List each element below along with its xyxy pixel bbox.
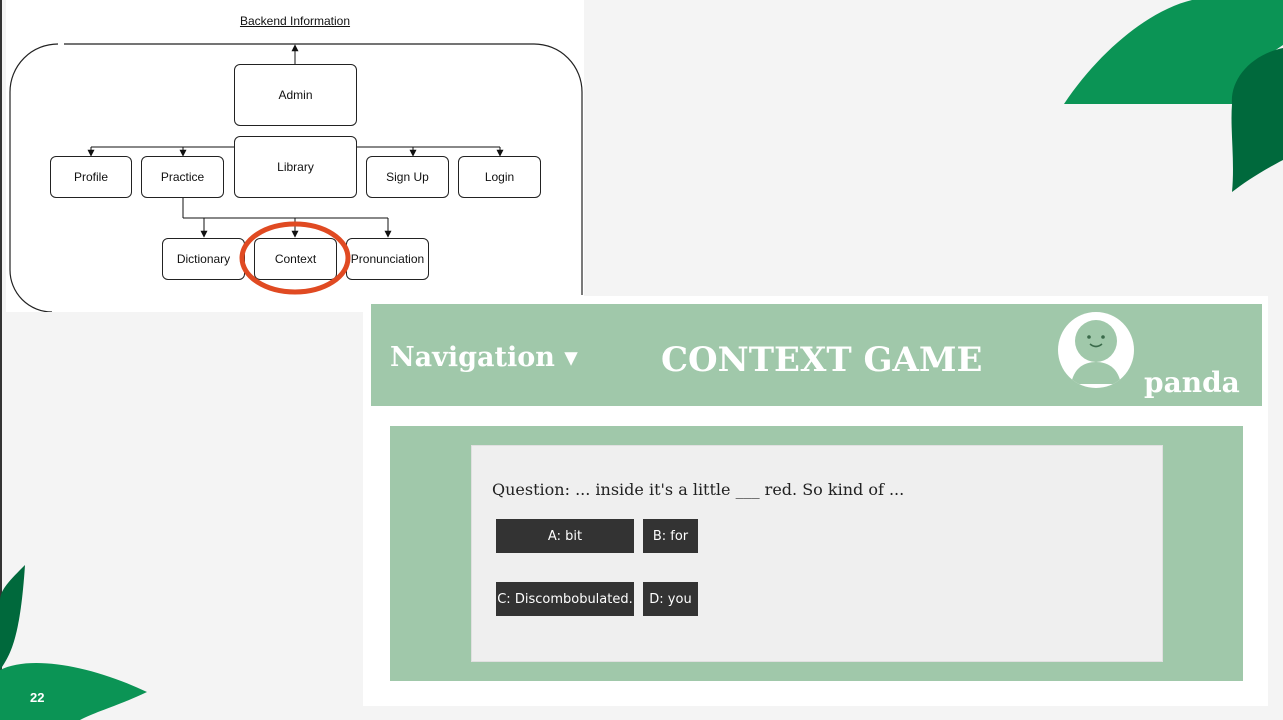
answer-c-button[interactable]: C: Discombobulated. bbox=[496, 582, 634, 616]
leaf-decoration-top-right bbox=[1064, 0, 1283, 192]
username: panda bbox=[1144, 366, 1240, 399]
game-title: CONTEXT GAME bbox=[661, 340, 983, 380]
context-game-screenshot: Navigation ▾ CONTEXT GAME panda Question… bbox=[363, 296, 1268, 706]
node-profile: Profile bbox=[50, 156, 132, 198]
answer-b-button[interactable]: B: for bbox=[643, 519, 698, 553]
slide-left-border bbox=[0, 0, 2, 720]
question-card: Question: ... inside it's a little ___ r… bbox=[471, 445, 1163, 662]
leaf-decoration-bottom-left bbox=[0, 565, 147, 720]
node-sign-up: Sign Up bbox=[366, 156, 449, 198]
game-header: Navigation ▾ CONTEXT GAME panda bbox=[371, 304, 1262, 406]
node-admin: Admin bbox=[234, 64, 357, 126]
game-body: Question: ... inside it's a little ___ r… bbox=[390, 426, 1243, 681]
node-pronunciation: Pronunciation bbox=[346, 238, 429, 280]
diagram-title: Backend Information bbox=[239, 14, 351, 28]
navigation-dropdown[interactable]: Navigation ▾ bbox=[390, 342, 578, 373]
node-practice: Practice bbox=[141, 156, 224, 198]
user-avatar-icon[interactable] bbox=[1058, 312, 1134, 388]
node-dictionary: Dictionary bbox=[162, 238, 245, 280]
node-context: Context bbox=[254, 238, 337, 280]
answer-d-button[interactable]: D: you bbox=[643, 582, 698, 616]
avatar-graphic bbox=[1060, 314, 1132, 386]
answer-a-button[interactable]: A: bit bbox=[496, 519, 634, 553]
node-login: Login bbox=[458, 156, 541, 198]
question-text: Question: ... inside it's a little ___ r… bbox=[492, 480, 905, 499]
backend-diagram: Backend Information Admin Library Profil… bbox=[6, 0, 584, 312]
node-library: Library bbox=[234, 136, 357, 198]
slide-page-number: 22 bbox=[30, 690, 45, 705]
context-highlight-circle bbox=[239, 221, 351, 295]
diagram-connectors bbox=[9, 43, 583, 312]
